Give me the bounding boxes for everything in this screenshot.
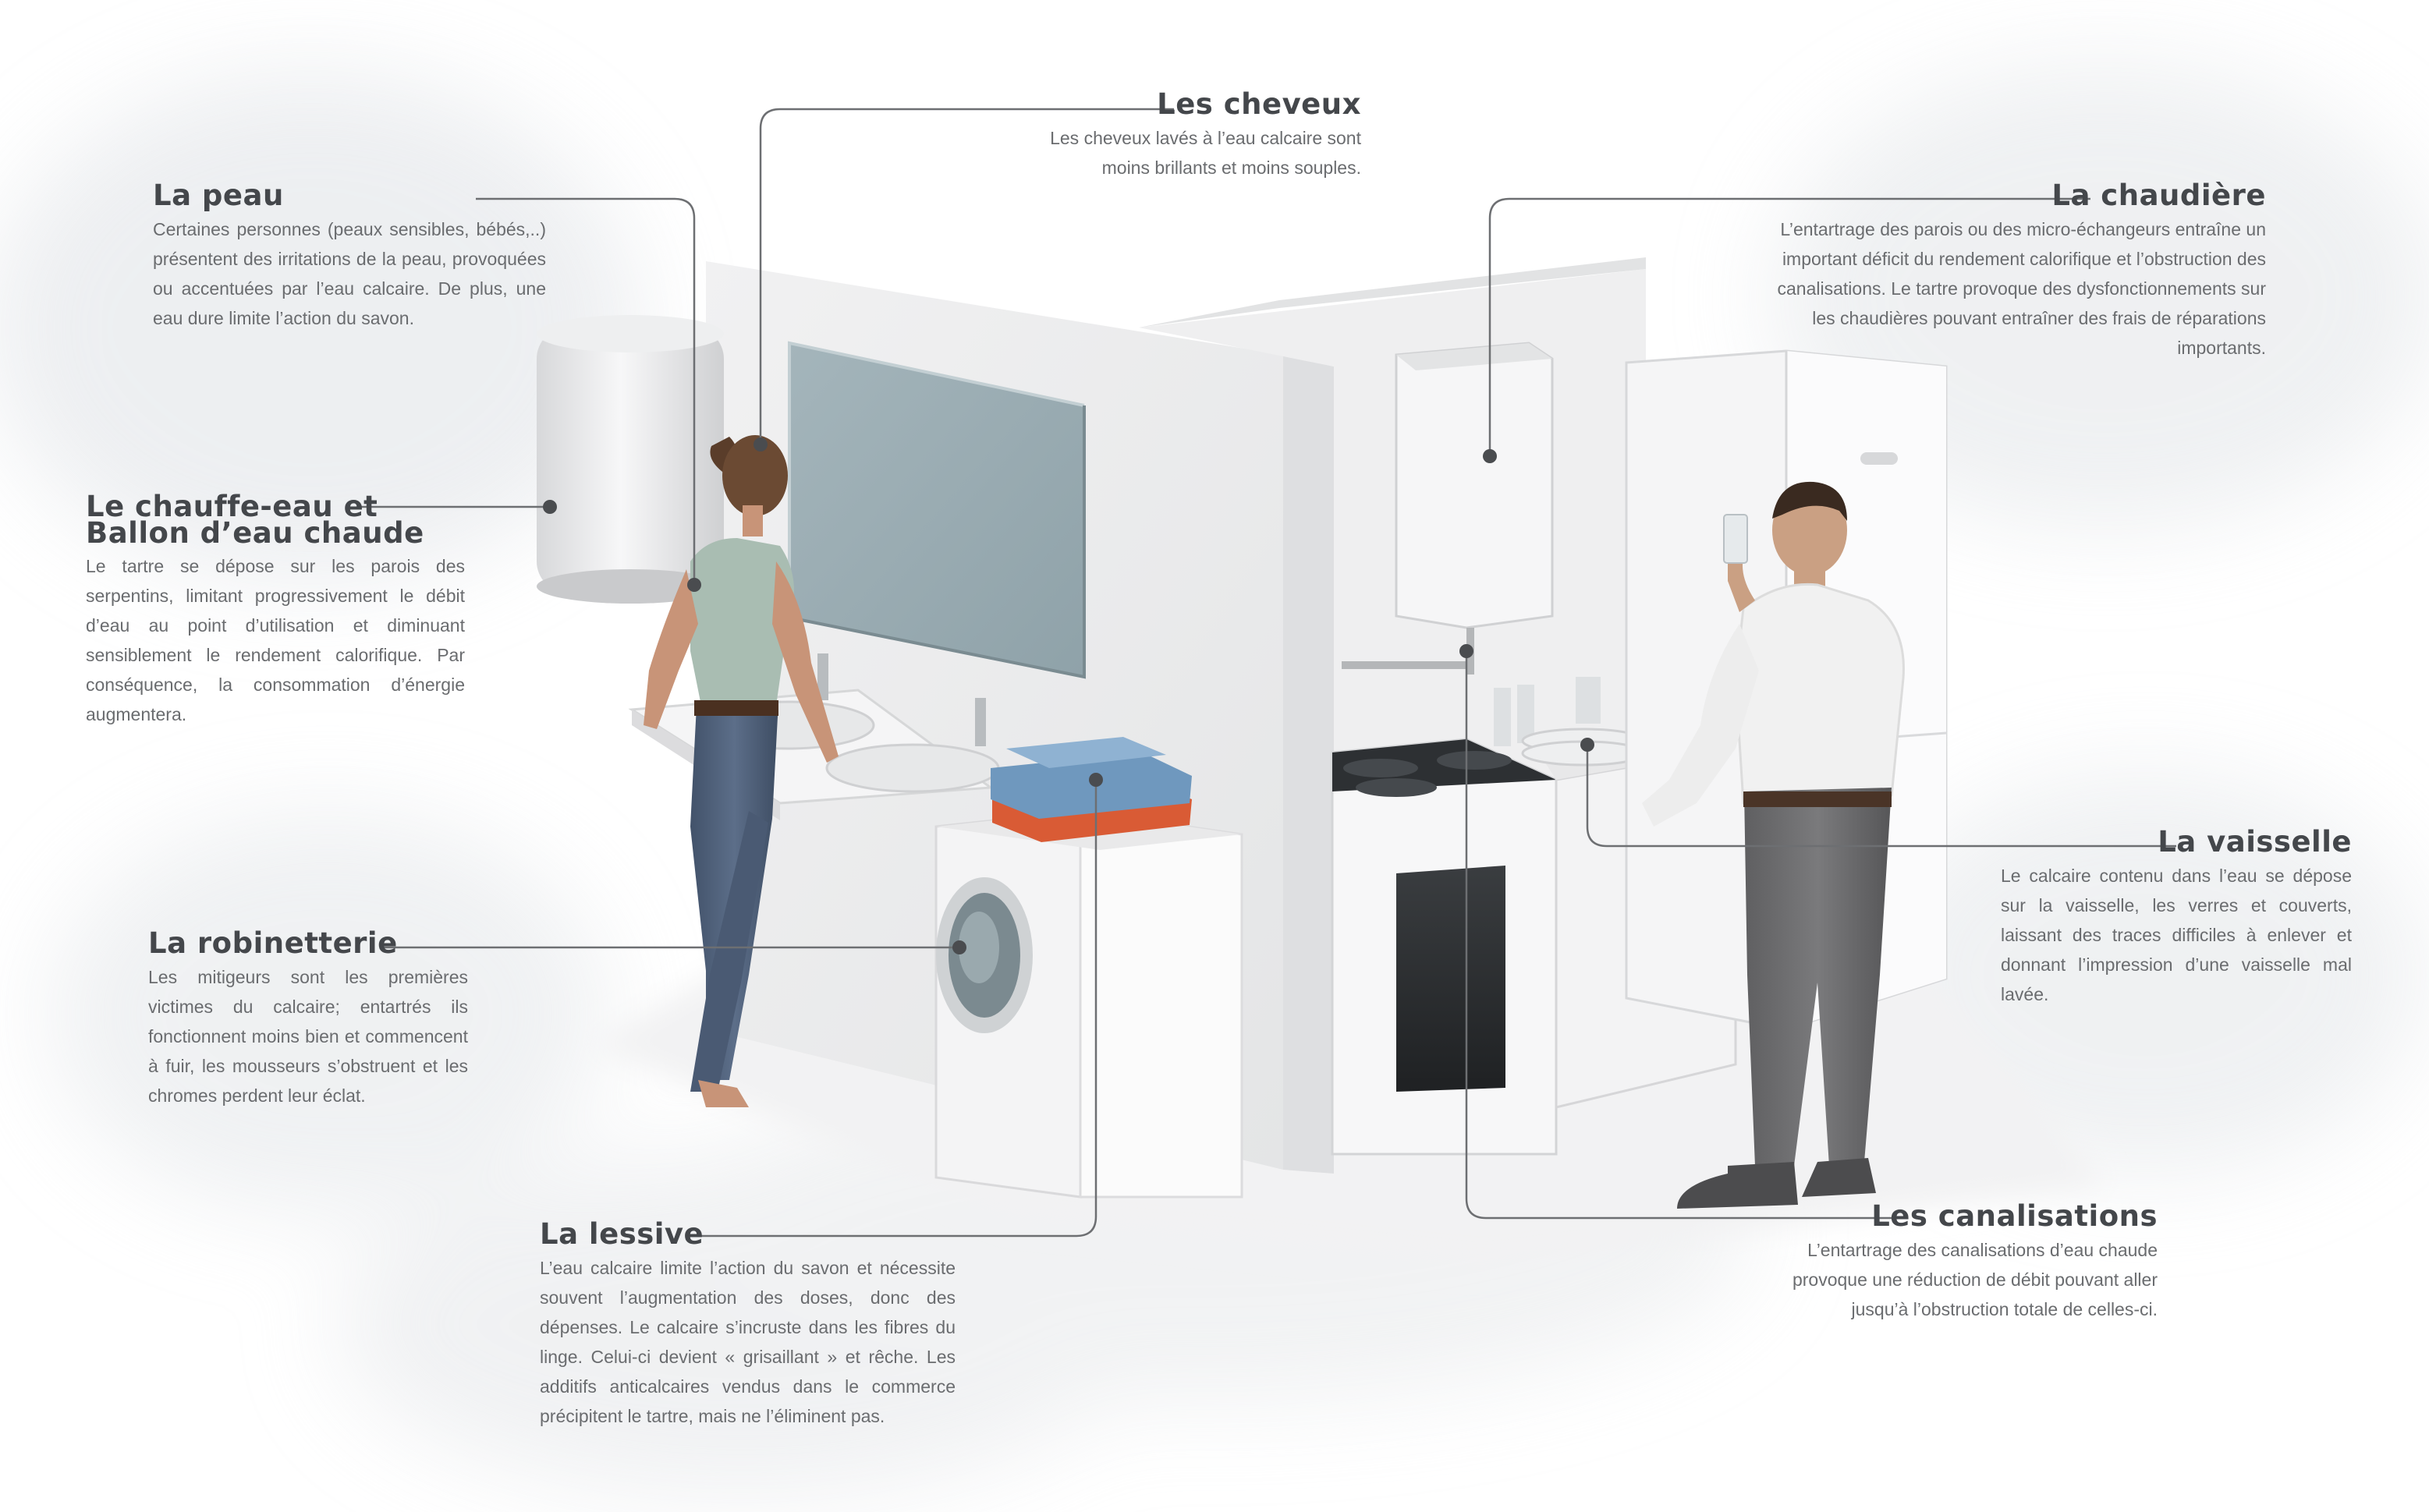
mirror: [788, 341, 1086, 679]
annotation-peau-title: La peau: [153, 179, 284, 212]
annotation-vaisselle-text: Le calcaire contenu dans l’eau se dépose…: [2001, 866, 2352, 1004]
annotation-chauffe-eau-text: Le tartre se dépose sur les parois des s…: [86, 556, 465, 724]
annotation-canalisations: Les canalisations L’entartrage des canal…: [1786, 1202, 2158, 1324]
leader-peau: [476, 197, 696, 585]
annotation-vaisselle-title: La vaisselle: [2158, 825, 2352, 859]
annotation-chauffe-eau-title-line1: Le chauffe-eau et: [86, 490, 378, 523]
annotation-cheveux-title: Les cheveux: [1157, 87, 1361, 121]
annotation-cheveux: Les cheveux Les cheveux lavés à l’eau ca…: [998, 90, 1361, 182]
annotation-chaudiere-text: L’entartrage des parois ou des micro-éch…: [1777, 219, 2266, 358]
boiler: [1342, 342, 1554, 675]
dot-peau: [687, 578, 701, 592]
annotation-chauffe-eau: Le chauffe-eau et Ballon d’eau chaude Le…: [86, 492, 465, 729]
annotation-canalisations-text: L’entartrage des canalisations d’eau cha…: [1792, 1240, 2158, 1319]
dot-lessive: [1089, 773, 1103, 787]
annotation-chauffe-eau-title: Le chauffe-eau et Ballon d’eau chaude: [86, 492, 465, 550]
dot-cheveux: [754, 437, 768, 451]
annotation-canalisations-title: Les canalisations: [1871, 1199, 2158, 1233]
annotation-robinetterie-title: La robinetterie: [148, 926, 398, 960]
dot-robinetterie: [952, 940, 966, 954]
annotation-robinetterie: La robinetterie Les mitigeurs sont les p…: [148, 926, 468, 1110]
annotation-vaisselle: La vaisselle Le calcaire contenu dans l’…: [2001, 825, 2352, 1009]
leader-canalisations: [1465, 651, 1903, 1220]
man-figure: [1642, 481, 1905, 1209]
annotation-chauffe-eau-title-line2: Ballon d’eau chaude: [86, 516, 424, 550]
leader-dots: [543, 437, 1594, 954]
cooker: [1331, 738, 1558, 1156]
annotation-peau: La peau Certaines personnes (peaux sensi…: [153, 179, 546, 333]
folded-laundry: [991, 737, 1192, 842]
annotation-peau-text: Certaines personnes (peaux sensibles, bé…: [153, 219, 546, 328]
leader-chaudiere: [1488, 197, 2090, 456]
leader-lessive: [694, 780, 1097, 1238]
leader-lines: [359, 108, 2176, 1238]
annotation-chaudiere-title: La chaudière: [2051, 179, 2266, 212]
annotation-lessive-text: L’eau calcaire limite l’action du savon …: [540, 1258, 956, 1426]
annotation-lessive-title: La lessive: [540, 1217, 704, 1251]
washing-machine: [934, 809, 1243, 1199]
leader-cheveux: [759, 108, 1174, 444]
dot-chauffe-eau: [543, 500, 557, 514]
annotation-robinetterie-text: Les mitigeurs sont les premières victime…: [148, 967, 468, 1106]
dot-vaisselle: [1580, 738, 1594, 752]
annotation-chaudiere: La chaudière L’entartrage des parois ou …: [1771, 179, 2266, 363]
annotation-cheveux-text: Les cheveux lavés à l’eau calcaire sont …: [1050, 128, 1361, 178]
woman-figure: [644, 435, 839, 1107]
leader-vaisselle: [1586, 745, 2176, 848]
annotation-lessive: La lessive L’eau calcaire limite l’actio…: [540, 1220, 956, 1431]
dot-chaudiere: [1483, 449, 1497, 463]
dot-canalisations: [1459, 644, 1473, 658]
